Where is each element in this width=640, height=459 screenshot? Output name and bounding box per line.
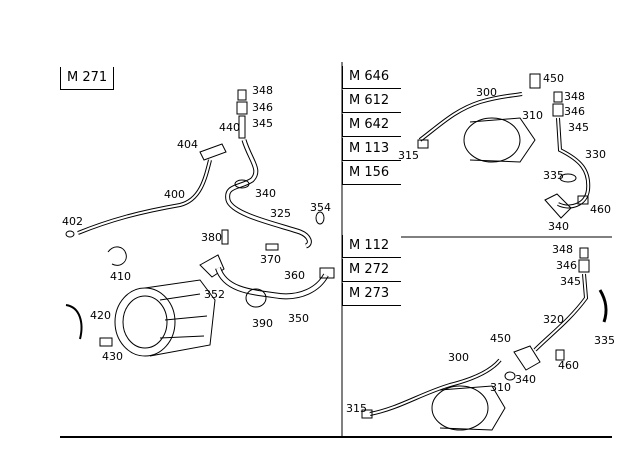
callout-310-top: 310 (522, 109, 543, 122)
fitting-340-top (544, 193, 572, 219)
callout-346-top: 346 (564, 105, 585, 118)
callout-380: 380 (201, 231, 222, 244)
valve-346-top (552, 103, 564, 117)
callout-400: 400 (164, 188, 185, 201)
callout-460-bottom: 460 (558, 359, 579, 372)
callout-346: 346 (252, 101, 273, 114)
callout-410: 410 (110, 270, 131, 283)
fitting-360 (319, 267, 335, 279)
callout-460-top: 460 (590, 203, 611, 216)
callout-340-bottom: 340 (515, 373, 536, 386)
fitting-315-top (417, 139, 429, 149)
valve-450-top (529, 73, 541, 89)
valve-345 (238, 115, 246, 139)
callout-325: 325 (270, 207, 291, 220)
callout-330: 330 (585, 148, 606, 161)
callout-310-bottom: 310 (490, 381, 511, 394)
valve-346-bottom (578, 259, 590, 273)
model-label-m612: M 612 (342, 90, 401, 113)
bracket-380 (199, 254, 225, 278)
fitting-404 (199, 143, 227, 161)
model-label-m273: M 273 (342, 283, 401, 306)
callout-300-top: 300 (476, 86, 497, 99)
fitting-450-bottom (513, 345, 541, 371)
callout-335-top: 335 (543, 169, 564, 182)
seal-402 (65, 230, 75, 238)
callout-340: 340 (255, 187, 276, 200)
bolt-460-top (577, 195, 589, 205)
bolt-370 (265, 243, 279, 251)
callout-354: 354 (310, 201, 331, 214)
model-label-m112: M 112 (342, 235, 401, 258)
valve-cap-348 (237, 89, 247, 101)
callout-430: 430 (102, 350, 123, 363)
bolt-430 (99, 337, 113, 347)
callout-370: 370 (260, 253, 281, 266)
callout-450-bottom: 450 (490, 332, 511, 345)
callout-402: 402 (62, 215, 83, 228)
callout-450-top: 450 (543, 72, 564, 85)
model-label-m271: M 271 (60, 67, 115, 90)
valve-346 (236, 101, 248, 115)
callout-360: 360 (284, 269, 305, 282)
callout-348-bottom: 348 (552, 243, 573, 256)
callout-390: 390 (252, 317, 273, 330)
callout-340-top: 340 (548, 220, 569, 233)
compressor-bottom-right (431, 385, 489, 431)
callout-345: 345 (252, 117, 273, 130)
hose-400 (77, 159, 212, 235)
model-label-m642: M 642 (342, 114, 401, 137)
callout-420: 420 (90, 309, 111, 322)
fitting-315-bottom (361, 409, 373, 419)
compressor-top-right (463, 117, 521, 163)
bolt-460-bottom (555, 349, 565, 361)
compressor-body-left (144, 279, 216, 357)
hose-300-top (418, 92, 523, 142)
compressor-left (114, 287, 176, 357)
callout-345-bottom: 345 (560, 275, 581, 288)
callout-335-bottom: 335 (594, 334, 615, 347)
callout-345-top: 345 (568, 121, 589, 134)
model-label-m113: M 113 (342, 138, 401, 161)
model-label-m156: M 156 (342, 162, 401, 185)
callout-315-bottom: 315 (346, 402, 367, 415)
oring-340 (234, 179, 250, 189)
model-label-m646: M 646 (342, 66, 401, 89)
callout-440: 440 (219, 121, 240, 134)
bracket-420 (65, 304, 83, 340)
callout-315-top: 315 (398, 149, 419, 162)
callout-348: 348 (252, 84, 273, 97)
valve-cap-348-bottom (579, 247, 589, 259)
callout-346-bottom: 346 (556, 259, 577, 272)
oring-335 (559, 173, 577, 183)
clamp-410 (107, 246, 127, 266)
bolt-380 (221, 229, 229, 245)
model-label-m272: M 272 (342, 259, 401, 282)
callout-404: 404 (177, 138, 198, 151)
callout-320: 320 (543, 313, 564, 326)
pipe-335-bottom (598, 289, 608, 323)
callout-300-bottom: 300 (448, 351, 469, 364)
oring-340-bottom (504, 371, 516, 381)
callout-352: 352 (204, 288, 225, 301)
callout-350: 350 (288, 312, 309, 325)
oring-354 (315, 211, 325, 225)
callout-348-top: 348 (564, 90, 585, 103)
valve-cap-348-top (553, 91, 563, 103)
clamp-390 (245, 288, 267, 308)
